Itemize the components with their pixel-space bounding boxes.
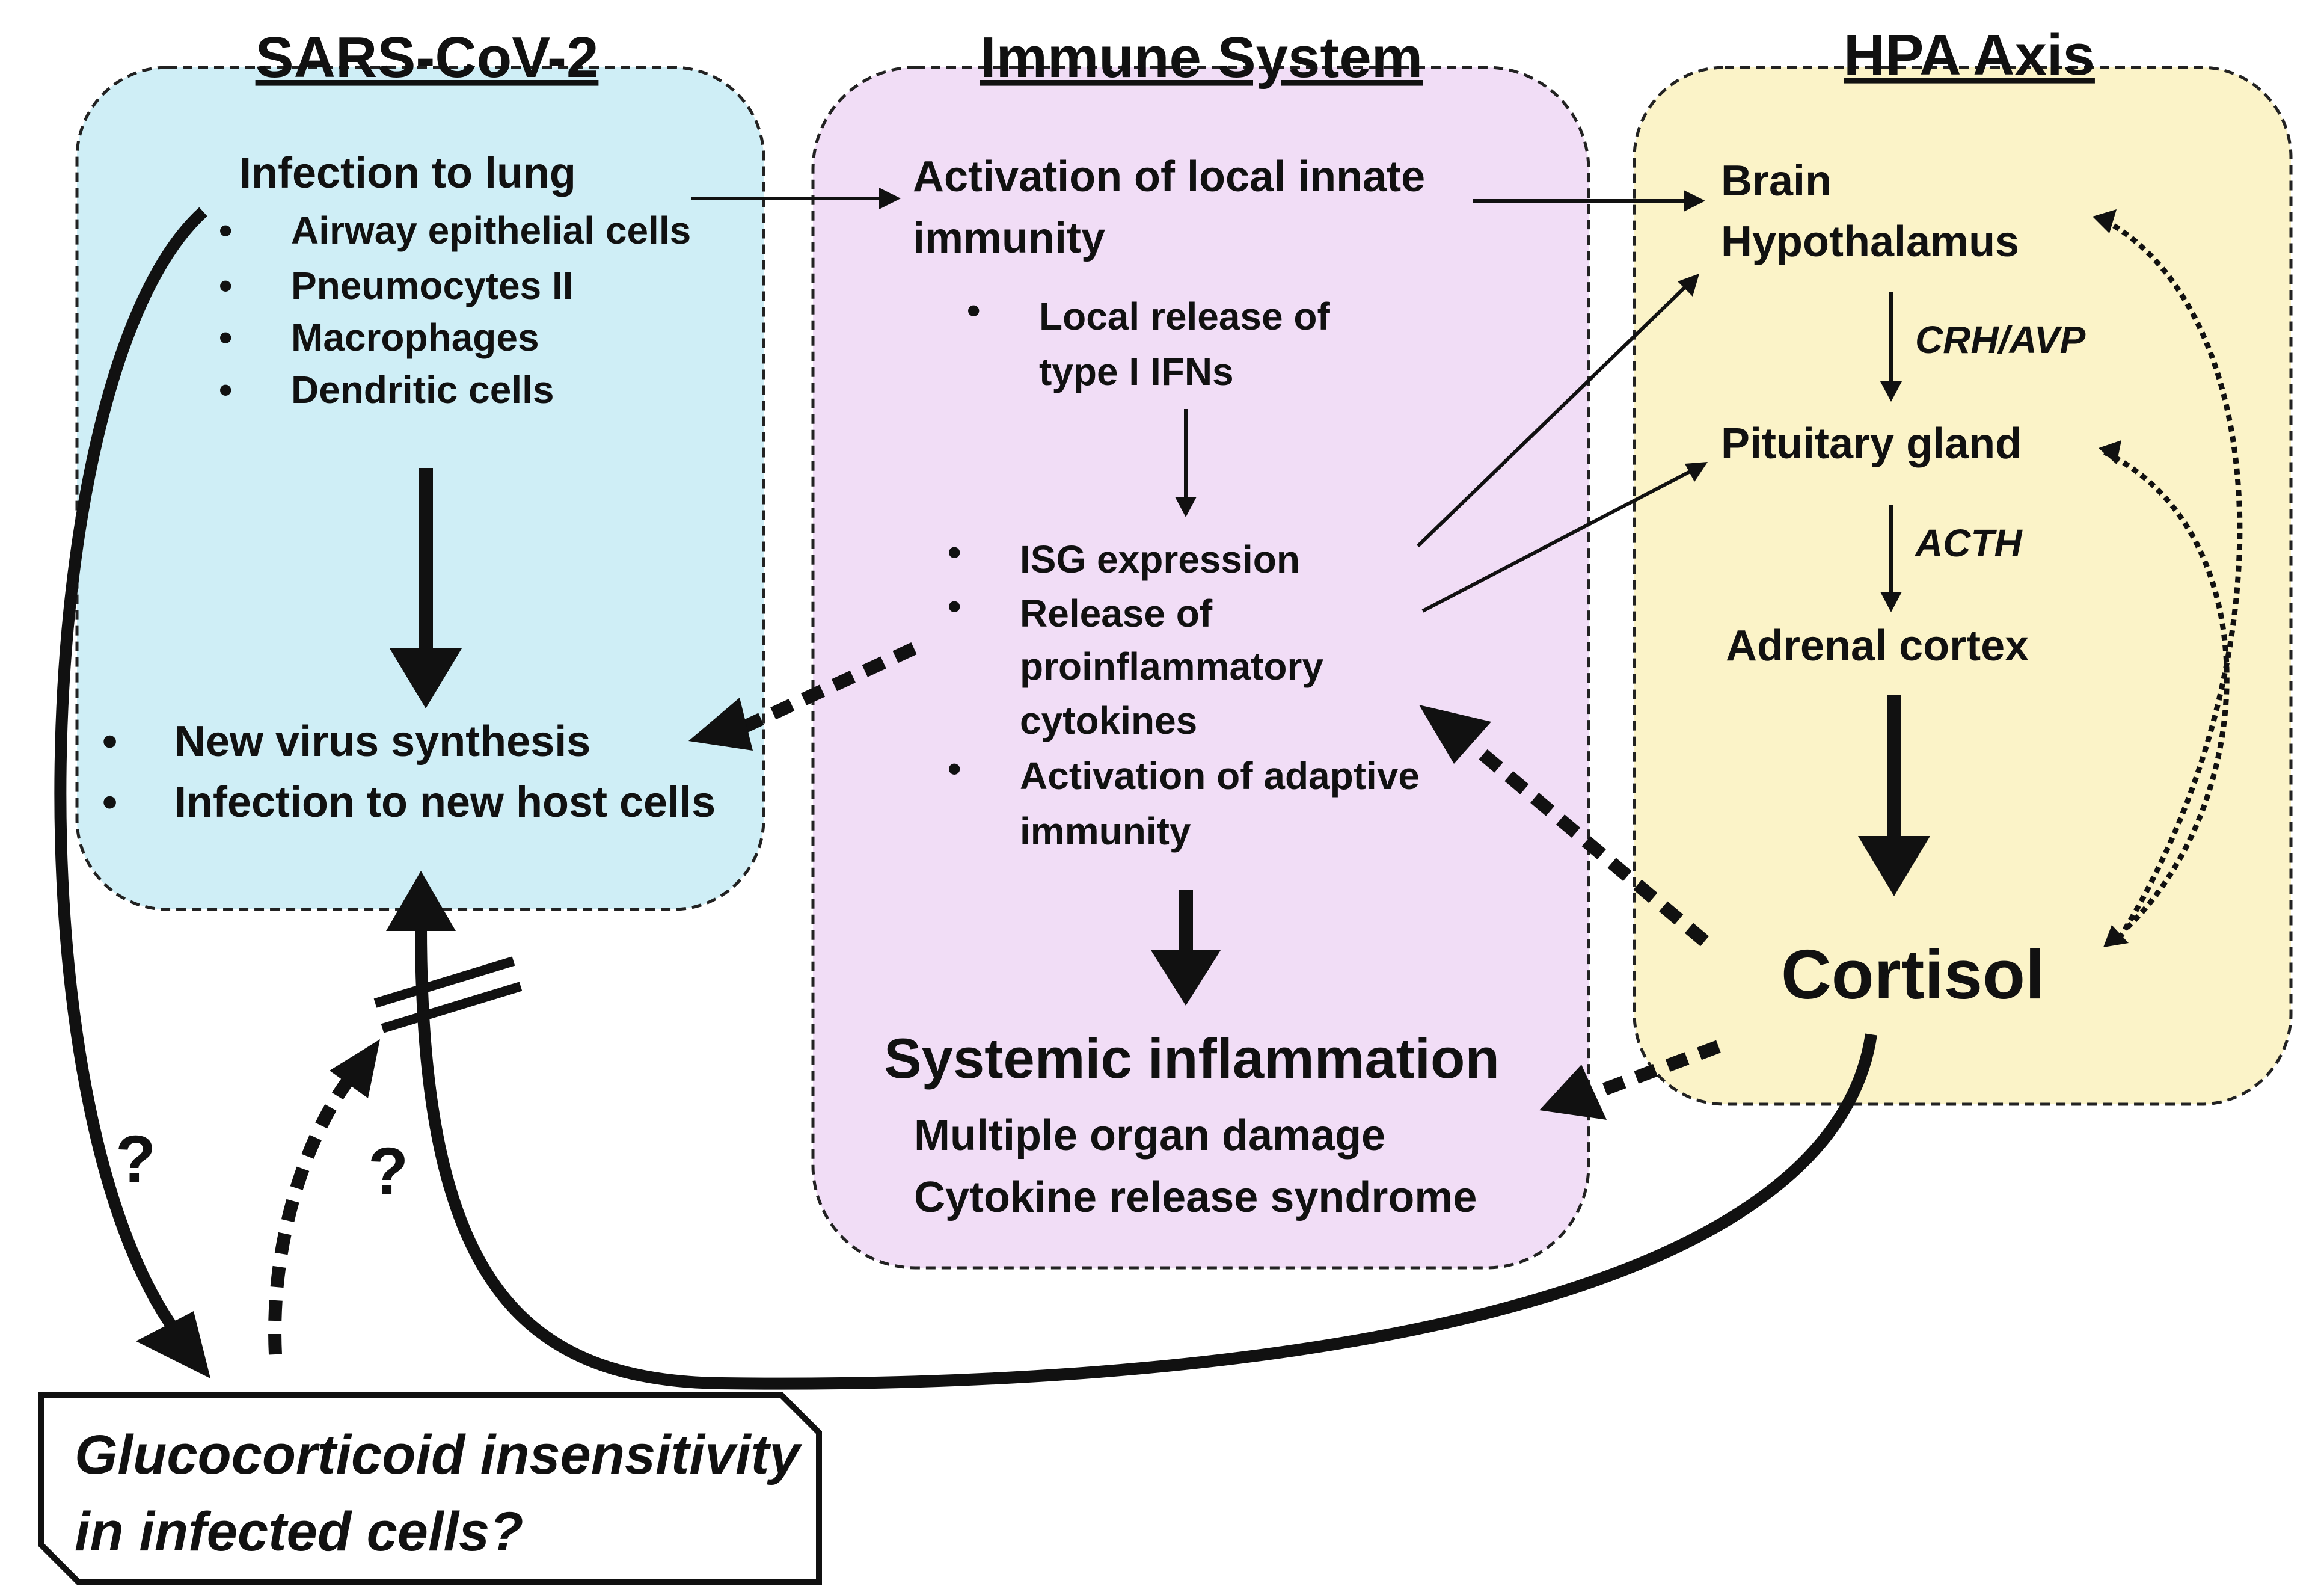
cell-list: • Airway epithelial cells • Pneumocytes …: [219, 209, 691, 411]
brain-label: Brain: [1721, 157, 1832, 205]
outcome-list: • New virus synthesis • Infection to new…: [102, 718, 716, 826]
dashed-arrow-cortisol-to-systemic: [1591, 1040, 1721, 1100]
systemic-inflammation: Systemic inflammation: [884, 1027, 1500, 1090]
adaptive-activation-line2: immunity: [1020, 810, 1191, 853]
thin-arrowheads: [879, 188, 1902, 612]
arrowhead: [1175, 497, 1197, 517]
adrenal-label: Adrenal cortex: [1726, 622, 2029, 670]
list-item: Pneumocytes II: [291, 264, 574, 307]
innate-activation-line2: immunity: [913, 214, 1105, 262]
bullet-dot: •: [219, 368, 232, 411]
thick-arrowheads: [390, 648, 1930, 1006]
cytokine-release-line1: Release of: [1020, 592, 1213, 635]
adaptive-activation-line1: Activation of adaptive: [1020, 754, 1420, 798]
ifn-release-line1: Local release of: [1039, 295, 1330, 338]
curve-cortisol-to-virus: [415, 926, 1877, 1390]
feedback-arrowheads: [2093, 209, 2129, 947]
arrowhead: [1880, 381, 1902, 402]
arrowhead: [2093, 209, 2117, 233]
sars-title: SARS-CoV-2: [256, 25, 599, 90]
ifn-release-line2: type I IFNs: [1039, 350, 1234, 393]
crh-avp-label: CRH/AVP: [1915, 318, 2086, 361]
bullet-dot: •: [102, 718, 117, 766]
arrowhead: [1858, 836, 1930, 896]
block-bar: [373, 956, 515, 1008]
bullet-dot: •: [219, 316, 232, 359]
arrowhead: [879, 188, 901, 209]
arrowhead: [2103, 925, 2129, 947]
cortisol-label: Cortisol: [1781, 935, 2044, 1013]
gc-insensitivity-line1: Glucocorticoid insensitivity: [75, 1424, 802, 1486]
dashed-arrows: [268, 642, 1721, 1355]
bullet-dot: •: [219, 264, 232, 307]
feedback-arc-pituitary: [2103, 449, 2230, 932]
hypothalamus-label: Hypothalamus: [1721, 218, 2019, 266]
immune-panel: [811, 66, 1590, 1270]
arrowhead: [1880, 592, 1902, 612]
hpa-title: HPA Axis: [1844, 23, 2095, 87]
cytokine-release-line2: proinflammatory: [1020, 645, 1323, 688]
list-item: Infection to new host cells: [174, 778, 716, 826]
arrowhead: [2099, 440, 2121, 464]
acth-label: ACTH: [1914, 521, 2023, 565]
cytokine-release-syndrome: Cytokine release syndrome: [914, 1173, 1477, 1222]
pituitary-label: Pituitary gland: [1721, 420, 2022, 468]
hpa-panel: [1633, 66, 2293, 1106]
thin-arrows: [691, 197, 1893, 613]
arrowhead: [1151, 950, 1221, 1006]
bullet-dot: •: [967, 289, 980, 332]
organ-damage: Multiple organ damage: [914, 1111, 1385, 1160]
bullet-dot: •: [102, 778, 117, 826]
arrowhead: [1419, 705, 1491, 764]
arrowhead: [1685, 462, 1708, 482]
arrowhead: [136, 1311, 210, 1378]
immune-title: Immune System: [980, 25, 1423, 90]
cytokine-release-line3: cytokines: [1020, 699, 1197, 742]
bullet-dot: •: [219, 209, 232, 252]
feedback-arc-hypothalamus: [2103, 218, 2243, 940]
arrowhead: [386, 871, 456, 931]
feedback-arcs: [2103, 218, 2243, 940]
arrowhead: [330, 1039, 380, 1098]
dashed-arrow-insensitivity: [268, 1060, 366, 1355]
innate-activation-line1: Activation of local innate: [913, 153, 1425, 201]
arrow-cytokines-to-hypothalamus: [1416, 281, 1691, 548]
block-marks: [373, 956, 523, 1033]
curved-arrowheads: [136, 871, 456, 1378]
arrowhead: [1684, 190, 1705, 212]
arrowhead: [1678, 274, 1699, 297]
arrowhead: [1539, 1065, 1607, 1120]
curved-arrows: [54, 207, 1877, 1390]
dashed-arrowheads: [330, 698, 1607, 1120]
infection-heading: Infection to lung: [239, 149, 576, 197]
curve-infection-to-insensitivity: [54, 207, 207, 1355]
arrowhead: [688, 698, 753, 751]
arrowhead: [390, 648, 462, 708]
gc-insensitivity-line2: in infected cells?: [75, 1501, 523, 1563]
dashed-arrow-cortisol-to-immunity: [1470, 742, 1709, 947]
thick-arrows: [419, 468, 1901, 956]
list-item: Macrophages: [291, 316, 539, 359]
question-mark: ?: [368, 1134, 408, 1208]
bullet-dot: •: [948, 530, 961, 574]
gc-insensitivity-box: [38, 1392, 822, 1585]
list-item: New virus synthesis: [174, 718, 590, 766]
arrow-cytokines-to-pituitary: [1421, 466, 1698, 613]
list-item: Dendritic cells: [291, 368, 554, 411]
bullet-dot: •: [948, 747, 961, 790]
isg-expression: ISG expression: [1020, 538, 1300, 581]
question-mark: ?: [115, 1122, 156, 1196]
bullet-dot: •: [948, 585, 961, 628]
block-bar: [381, 982, 523, 1033]
list-item: Airway epithelial cells: [291, 209, 691, 252]
